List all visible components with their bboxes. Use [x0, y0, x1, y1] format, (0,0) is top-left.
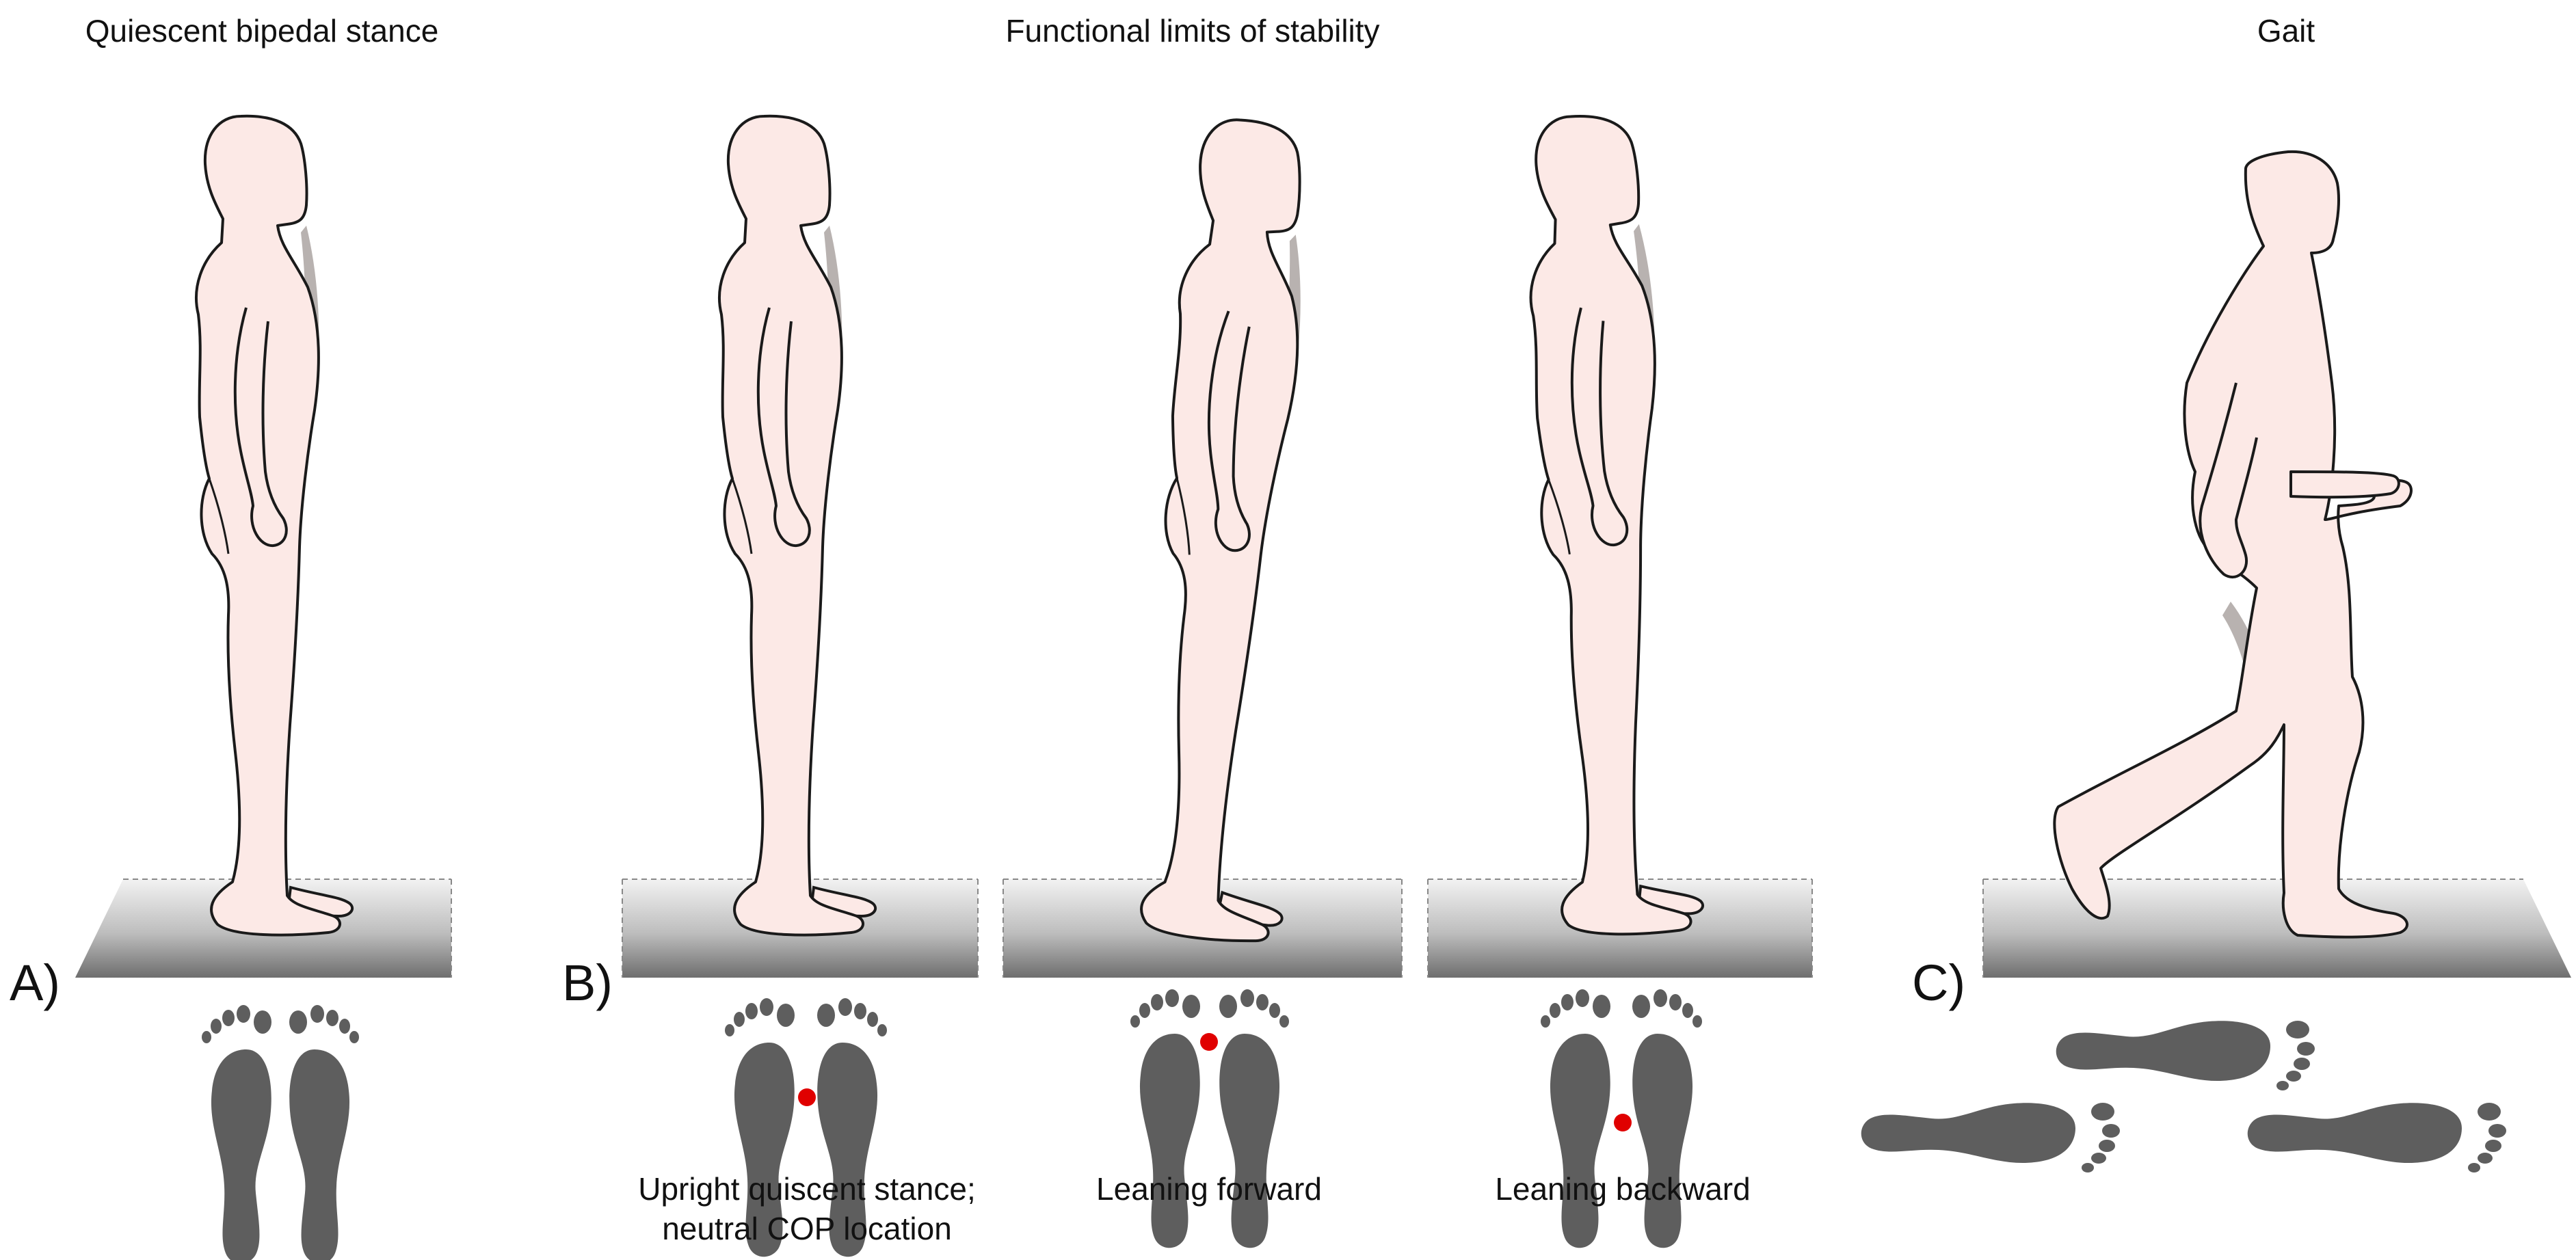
caption-upright-line2: neutral COP location [662, 1211, 952, 1246]
standing-figure-leaning-forward [1122, 114, 1353, 947]
title-functional-limits: Functional limits of stability [1005, 13, 1380, 49]
title-gait: Gait [2257, 13, 2315, 49]
panel-b [622, 112, 1813, 1257]
caption-leaning-backward: Leaning backward [1495, 1171, 1751, 1207]
cop-marker-forward [1200, 1033, 1218, 1051]
title-quiescent-stance: Quiescent bipedal stance [85, 13, 439, 49]
panel-c [1861, 150, 2571, 1172]
caption-leaning-forward: Leaning forward [1096, 1171, 1322, 1207]
standing-figure-leaning-backward [1524, 112, 1705, 938]
force-platform-c [1983, 879, 2571, 978]
footprints-backward [1541, 989, 1702, 1248]
caption-upright: Upright quiscent stance; neutral COP loc… [638, 1169, 976, 1248]
panel-label-b: B) [562, 954, 613, 1011]
panel-label-c: C) [1912, 954, 1966, 1011]
footprints-forward [1130, 989, 1289, 1248]
walking-footprints [1861, 1021, 2506, 1172]
footprints-a [202, 1005, 359, 1260]
panel-a [75, 114, 452, 1260]
caption-upright-line1: Upright quiscent stance; [638, 1171, 976, 1207]
walking-figure [2053, 150, 2413, 939]
panel-label-a: A) [10, 954, 60, 1011]
standing-figure-a [195, 114, 354, 937]
cop-marker-neutral [798, 1088, 816, 1106]
cop-marker-backward [1614, 1114, 1632, 1131]
footprints-upright [725, 998, 887, 1257]
standing-figure-upright [718, 114, 877, 937]
